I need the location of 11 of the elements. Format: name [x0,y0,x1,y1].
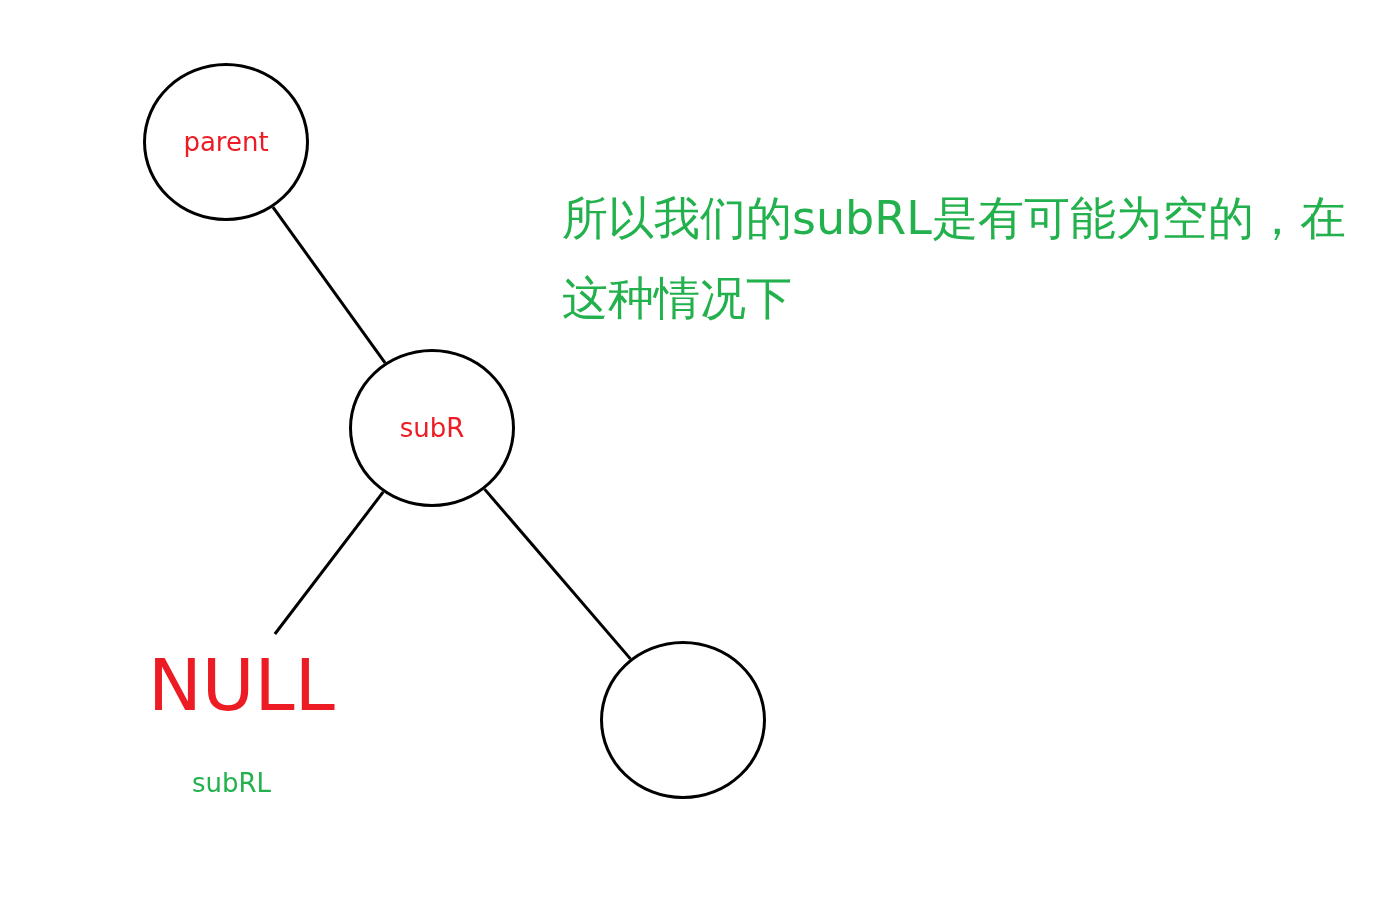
node-label: parent [183,127,269,157]
node-caption: subRL [192,768,272,798]
node-label: subR [399,413,465,443]
connector-line [273,491,385,635]
connector-line [483,488,632,660]
null-label: NULL [148,642,335,729]
note-text: 所以我们的subRL是有可能为空的，在这种情况下 [562,190,1347,327]
connector-line [271,206,387,364]
tree-node-circle [600,641,766,799]
tree-node-circle [349,349,515,507]
tree-node-circle [143,63,309,221]
